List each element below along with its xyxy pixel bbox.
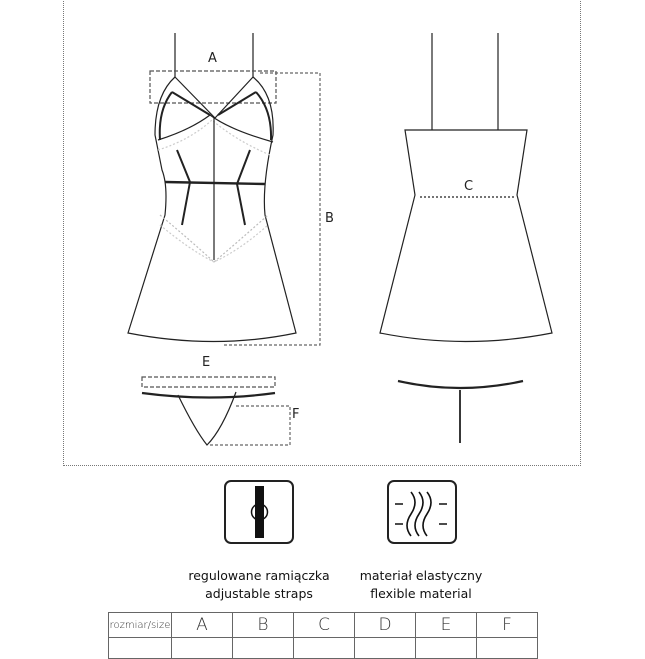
header-f: F — [476, 612, 538, 638]
header-size: rozmiar/size — [108, 612, 172, 638]
front-thong-drawing — [141, 376, 291, 446]
flexible-material-icon — [387, 480, 457, 544]
label-b: B — [325, 211, 334, 226]
label-c: C — [464, 179, 473, 194]
feature-flexible-material: materiał elastyczny flexible material — [336, 567, 506, 603]
table-cell — [108, 637, 172, 659]
feature-label-en: flexible material — [370, 586, 472, 601]
header-a: A — [171, 612, 233, 638]
front-chemise-drawing — [127, 33, 321, 346]
header-b: B — [232, 612, 294, 638]
feature-label-pl: materiał elastyczny — [359, 568, 483, 583]
table-cell — [476, 637, 538, 659]
label-f: F — [292, 407, 299, 422]
table-row — [108, 637, 538, 659]
size-table-header: rozmiar/size A B C D E F — [108, 612, 538, 638]
adjustable-strap-icon — [224, 480, 294, 544]
header-c: C — [293, 612, 355, 638]
back-thong-drawing — [397, 379, 524, 443]
garment-diagram: A B C E F — [127, 33, 553, 446]
size-table: rozmiar/size A B C D E F — [108, 612, 538, 659]
header-e: E — [415, 612, 477, 638]
feature-adjustable-straps: regulowane ramiączka adjustable straps — [174, 567, 344, 603]
diagram-frame — [63, 0, 581, 466]
table-cell — [354, 637, 416, 659]
table-cell — [415, 637, 477, 659]
label-a: A — [208, 51, 217, 66]
header-d: D — [354, 612, 416, 638]
feature-label-pl: regulowane ramiączka — [188, 568, 330, 583]
label-e: E — [202, 355, 210, 370]
back-chemise-drawing — [379, 33, 553, 343]
table-cell — [232, 637, 294, 659]
table-cell — [293, 637, 355, 659]
feature-label-en: adjustable straps — [205, 586, 313, 601]
table-cell — [171, 637, 233, 659]
